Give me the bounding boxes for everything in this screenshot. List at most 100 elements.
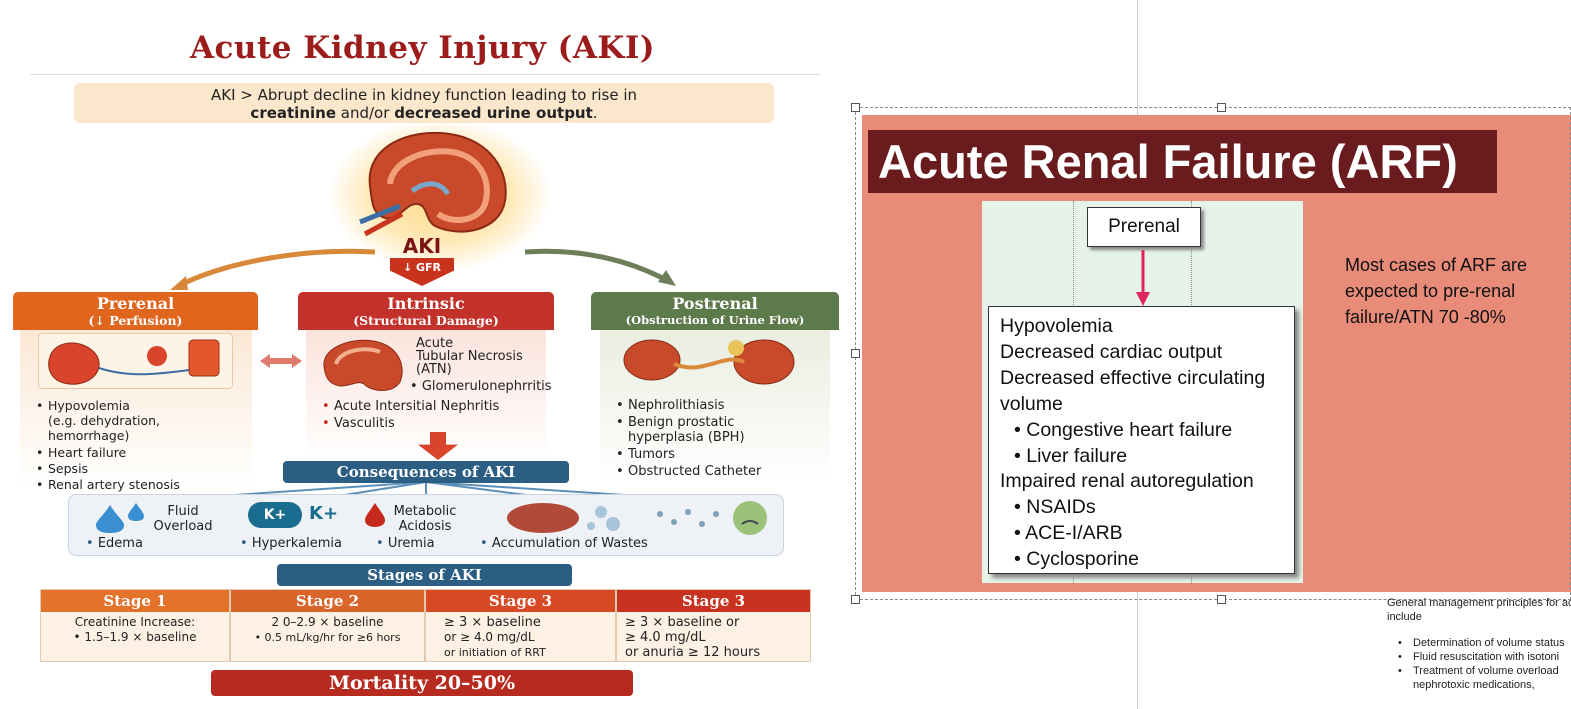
- notes-list-item: Treatment of volume overload: [1387, 664, 1571, 678]
- definition-mid: and/or: [340, 104, 390, 122]
- fluid-label-1: Fluid: [167, 504, 199, 519]
- stage-line: or ≥ 4.0 mg/dL: [444, 630, 535, 644]
- prerenal-item-detail: (e.g. dehydration,: [48, 413, 161, 428]
- consequence-bullet-uremia: • Uremia: [376, 536, 435, 551]
- stage-label: Stage 3: [426, 590, 615, 612]
- consequence-bullet-wastes: • Accumulation of Wastes: [480, 536, 648, 551]
- infographic-title: Acute Kidney Injury (AKI): [189, 30, 656, 66]
- wastes-text: Accumulation of Wastes: [491, 536, 648, 551]
- intrinsic-item: Acute Intersitial Nephritis: [322, 398, 557, 415]
- stage-line: ≥ 3 × baseline or: [625, 615, 740, 630]
- bullet-dot: •: [240, 536, 252, 551]
- slide-title[interactable]: Acute Renal Failure (ARF): [878, 135, 1458, 188]
- mortality-banner: Mortality 20–50%: [211, 670, 633, 696]
- cause-sub-item: • Liver failure: [1014, 444, 1128, 467]
- bullet-dot: •: [376, 536, 388, 551]
- potassium-label: K+: [309, 503, 339, 524]
- resize-handle-bottom[interactable]: [1217, 595, 1226, 604]
- title-divider: [30, 74, 820, 75]
- intrinsic-list: Acute Intersitial Nephritis Vasculitis: [322, 398, 557, 432]
- branch-arrows: [170, 248, 676, 290]
- aki-infographic: Acute Kidney Injury (AKI) AKI > Abrupt d…: [0, 0, 892, 709]
- postrenal-item: Obstructed Catheter: [616, 464, 831, 479]
- stage-line: • 1.5–1.9 × baseline: [73, 630, 197, 644]
- intrinsic-header: Intrinsic (Structural Damage): [298, 292, 554, 330]
- hyperkalemia-text: Hyperkalemia: [251, 536, 342, 551]
- atn-label-3: (ATN): [416, 362, 452, 377]
- stage-text: ≥ 3 × baseline or ≥ 4.0 mg/dL or initiat…: [426, 612, 615, 660]
- prerenal-item: Renal artery stenosis: [36, 477, 251, 492]
- blood-drop-icon: [365, 503, 385, 527]
- resize-handle-left[interactable]: [851, 349, 860, 358]
- stage-line: ≥ 3 × baseline: [444, 615, 541, 630]
- stage-line: Creatinine Increase:: [74, 615, 196, 629]
- aki-center-label: AKI: [402, 234, 442, 258]
- consequence-bullet-hyperkalemia: • Hyperkalemia: [240, 536, 342, 551]
- metabolic-label-1: Metabolic: [393, 504, 457, 519]
- bullet-dot: •: [86, 536, 98, 551]
- consequence-connectors: [189, 481, 671, 499]
- resize-handle-top[interactable]: [1217, 103, 1226, 112]
- toxin-face-icon: [657, 501, 767, 535]
- stage-column-4: Stage 3 ≥ 3 × baseline or ≥ 4.0 mg/dL or…: [616, 589, 811, 662]
- resize-handle-bottom-left[interactable]: [851, 595, 860, 604]
- definition-bold-creatinine: creatinine: [250, 104, 336, 122]
- prerenal-title: Prerenal: [96, 294, 175, 313]
- stage-column-2: Stage 2 2 0–2.9 × baseline • 0.5 mL/kg/h…: [230, 589, 425, 662]
- urinary-tract-icon: [623, 339, 795, 385]
- stage-text: Creatinine Increase: • 1.5–1.9 × baselin…: [41, 612, 229, 645]
- cause-item: Decreased cardiac output: [1000, 340, 1223, 363]
- stage-column-3: Stage 3 ≥ 3 × baseline or ≥ 4.0 mg/dL or…: [425, 589, 616, 662]
- postrenal-title: Postrenal: [672, 294, 758, 313]
- postrenal-item-detail: hyperplasia (BPH): [628, 430, 745, 445]
- kidney-icon: [359, 131, 507, 237]
- double-arrow-icon: [258, 352, 304, 370]
- bullet-dot: •: [410, 379, 422, 394]
- stage-line: • 0.5 mL/kg/hr for ≥6 hors: [254, 631, 401, 644]
- stages-header: Stages of AKI: [277, 564, 572, 586]
- slide-note-text[interactable]: Most cases of ARF are expected to pre-re…: [1345, 255, 1528, 327]
- causes-box[interactable]: Hypovolemia Decreased cardiac output Dec…: [988, 306, 1295, 574]
- intrinsic-item: Vasculitis: [322, 415, 557, 432]
- consequence-bullet-edema: • Edema: [86, 536, 143, 551]
- heart-icon: [48, 339, 220, 385]
- consequences-panel: [68, 494, 784, 556]
- waste-particles-icon: [507, 503, 620, 533]
- metabolic-acidosis-label: Metabolic Acidosis: [392, 504, 458, 534]
- stage-line: ≥ 4.0 mg/dL: [625, 630, 706, 645]
- fluid-overload-label: Fluid Overload: [153, 504, 213, 534]
- arrow-down-icon: [1136, 250, 1150, 306]
- atn-label-2: Tubular Necrosis: [416, 349, 523, 364]
- stage-line: 2 0–2.9 × baseline: [271, 615, 384, 629]
- prerenal-item: Heart failure: [36, 445, 251, 460]
- management-notes[interactable]: General management principles for ac inc…: [1387, 596, 1571, 692]
- heart-illustration: [38, 333, 233, 389]
- postrenal-header: Postrenal (Obstruction of Urine Flow): [591, 292, 839, 330]
- intrinsic-subtitle: (Structural Damage): [353, 313, 499, 328]
- cause-sub-item: • NSAIDs: [1014, 496, 1096, 519]
- atn-label-1: Acute: [416, 336, 454, 351]
- edema-text: Edema: [97, 536, 143, 551]
- resize-handle-top-left[interactable]: [851, 103, 860, 112]
- notes-list-item: Determination of volume status: [1387, 636, 1571, 650]
- bullet-dot: •: [480, 536, 492, 551]
- prerenal-box[interactable]: Prerenal: [1087, 207, 1201, 247]
- cause-sub-item: • Cyclosporine: [1014, 548, 1139, 571]
- notes-intro: include: [1387, 611, 1422, 623]
- postrenal-item: Nephrolithiasis: [616, 398, 831, 413]
- selection-frame: [855, 107, 1571, 600]
- stage-line: or anuria ≥ 12 hours: [625, 645, 761, 660]
- title-band: [868, 130, 1497, 193]
- notes-intro: General management principles for ac: [1387, 597, 1571, 609]
- cause-sub-item: • Congestive heart failure: [1014, 418, 1233, 441]
- stage-text: ≥ 3 × baseline or ≥ 4.0 mg/dL or anuria …: [617, 612, 810, 660]
- intrinsic-img-labels: Acute Tubular Necrosis (ATN): [416, 337, 556, 376]
- stage-text: 2 0–2.9 × baseline • 0.5 mL/kg/hr for ≥6…: [231, 612, 424, 645]
- stage-column-1: Stage 1 Creatinine Increase: • 1.5–1.9 ×…: [40, 589, 230, 662]
- prerenal-subtitle: (↓ Perfusion): [88, 313, 183, 328]
- postrenal-list: Nephrolithiasis Benign prostatic hyperpl…: [616, 398, 831, 479]
- postrenal-item: Benign prostatic: [616, 415, 831, 430]
- cause-item: volume: [1000, 392, 1063, 415]
- uremia-text: Uremia: [387, 536, 435, 551]
- intrinsic-title: Intrinsic: [387, 294, 465, 313]
